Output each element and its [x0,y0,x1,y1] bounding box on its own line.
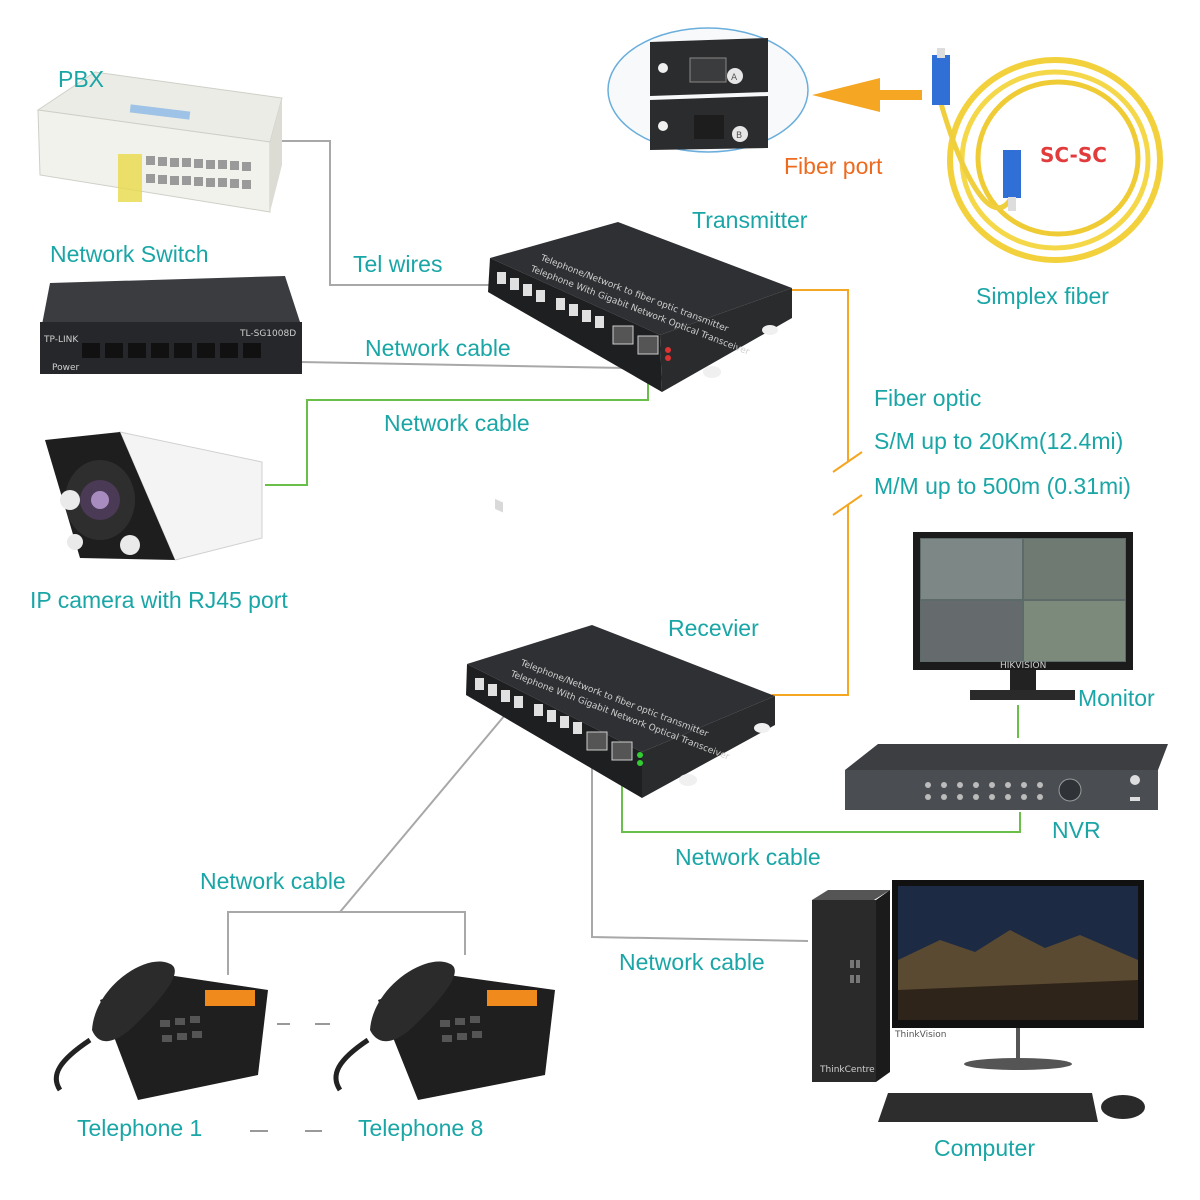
fiber-line-upper [792,289,849,462]
monitor-label: Monitor [1078,685,1155,711]
sm-range-label: S/M up to 20Km(12.4mi) [874,428,1123,454]
cctv-monitor-device: HIKVISION [913,532,1133,700]
simplex-fiber-label: Simplex fiber [976,283,1109,309]
port-b-label: B [736,131,742,141]
pbx-label: PBX [58,66,104,92]
mm-range-label: M/M up to 500m (0.31mi) [874,473,1131,499]
network-cable-label-3: Network cable [675,844,821,870]
network-cable-label-4: Network cable [200,868,346,894]
transmitter-label: Transmitter [692,207,808,233]
telephone-8-label: Telephone 8 [358,1115,483,1141]
network-cable-label-2: Network cable [384,410,530,436]
camera-cable-line [265,355,649,486]
computer-label: Computer [934,1135,1035,1161]
fiber-break-mark-1 [832,451,863,473]
fiber-optic-label: Fiber optic [874,385,981,411]
monitor-brand: ThinkVision [894,1030,946,1040]
switch-power: Power [52,363,80,373]
fiber-line-lower [772,505,849,696]
computer-device: ThinkCentre ThinkVision [812,880,1145,1122]
tel-wires-label: Tel wires [353,251,442,277]
pbx-device [36,71,283,213]
nvr-brand-on-monitor: HIKVISION [1000,661,1046,671]
sc-sc-label: SC-SC [1040,143,1107,167]
receiver-device: Telephone/Network to fiber optic transmi… [466,625,775,798]
fiber-port-label: Fiber port [784,153,883,179]
nvr-device [845,744,1168,810]
computer-cable-line [591,760,809,942]
port-a-label: A [731,73,738,83]
transmitter-device: Telephone/Network to fiber optic transmi… [488,222,792,513]
receiver-label: Recevier [668,615,759,641]
fiber-port-arrow [812,78,922,112]
computer-brand: ThinkCentre [819,1065,875,1075]
network-switch-device: TP-LINK TL-SG1008D Power [40,276,302,374]
network-cable-label-5: Network cable [619,949,765,975]
ip-camera-label: IP camera with RJ45 port [30,587,288,613]
network-cable-label-1: Network cable [365,335,511,361]
telephone-1-label: Telephone 1 [77,1115,202,1141]
nvr-label: NVR [1052,817,1101,843]
telephone-1-device [53,961,268,1100]
telephone-8-device [333,961,555,1100]
ip-camera-device [45,431,263,561]
switch-model: TL-SG1008D [239,329,296,339]
network-switch-label: Network Switch [50,241,208,267]
telephone-cable-line [227,714,506,975]
telephone-8-cable-line [340,911,466,955]
switch-brand: TP-LINK [43,335,79,345]
tel-wire-pbx-line [282,140,510,286]
simplex-fiber-cable: SC-SC [932,48,1163,263]
fiber-port-detail: A B [607,27,809,153]
nvr-cable-line [621,770,1021,833]
